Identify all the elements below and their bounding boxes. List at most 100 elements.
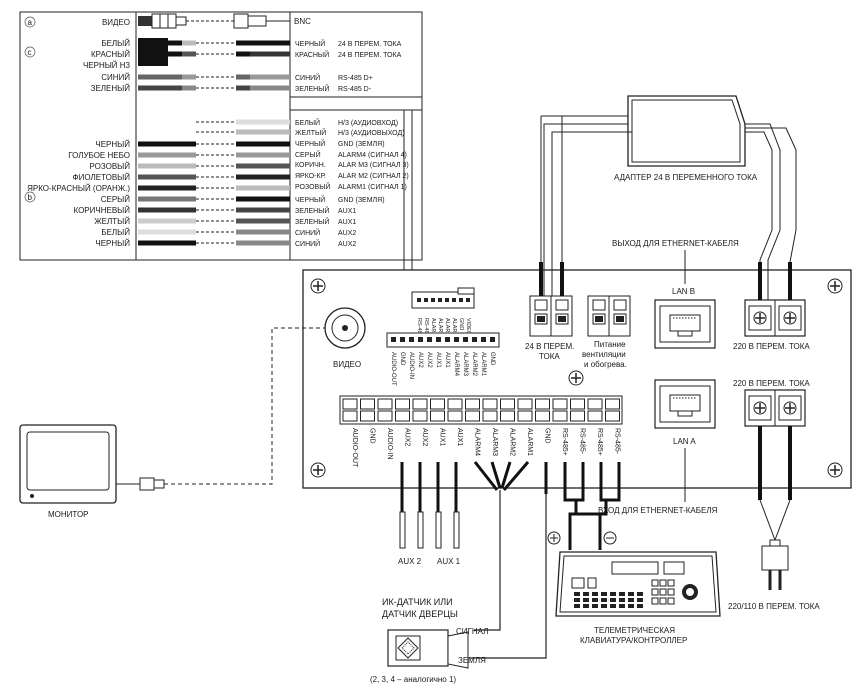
terminal-label: ALARM1 <box>526 428 533 456</box>
power-adapter <box>627 95 746 167</box>
small-connector-bottom-pins <box>391 337 495 342</box>
keyboard-key <box>610 598 616 602</box>
mounting-holes <box>310 278 843 478</box>
s11b: AUX2 <box>338 230 356 237</box>
ground-label: ЗЕМЛЯ <box>458 656 486 665</box>
small-bottom-label: AUX2 <box>426 352 432 368</box>
label-green: ЗЕЛЕНЫЙ <box>91 84 131 93</box>
polarity-markers <box>547 531 617 545</box>
keyboard-key <box>651 597 659 605</box>
keyboard-key <box>628 598 634 602</box>
small-top-pin <box>417 298 421 302</box>
aux-wire-ends <box>399 511 460 549</box>
terminal-socket <box>605 410 620 422</box>
s9a: ЗЕЛЕНЫЙ <box>295 206 329 215</box>
monitor <box>19 424 117 504</box>
marker-b-label: b <box>28 193 33 202</box>
terminal-label: ALARM3 <box>491 428 498 456</box>
lan-b-label: LAN B <box>672 287 695 296</box>
terminal-socket <box>342 410 358 422</box>
small-top-pin <box>431 298 435 302</box>
keyboard-key <box>610 592 616 596</box>
eth-out-label: ВЫХОД ДЛЯ ETHERNET-КАБЕЛЯ <box>612 239 739 248</box>
ground-wire <box>470 494 547 659</box>
label-brown: КОРИЧНЕВЫЙ <box>74 206 131 215</box>
keyboard-key <box>601 604 607 608</box>
terminal-220v-out <box>744 299 806 337</box>
fan-label-2: вентиляции <box>582 350 626 359</box>
terminal-screw <box>605 398 620 410</box>
keyboard-key <box>628 604 634 608</box>
terminal-screw <box>342 398 358 410</box>
terminal-220v-in <box>744 389 806 427</box>
small-top-pin <box>452 298 456 302</box>
s5a: КОРИЧН. <box>295 162 326 169</box>
monitor-label: МОНИТОР <box>48 510 89 519</box>
wires-top-right <box>236 40 290 91</box>
keyboard-key <box>583 592 589 596</box>
terminal-screw <box>517 398 533 410</box>
cable-panel-right <box>289 11 423 261</box>
keyboard-key <box>667 597 675 605</box>
small-bottom-label: GND <box>489 352 495 366</box>
keyboard-key <box>574 604 580 608</box>
small-bottom-label: ALARM2 <box>471 352 477 377</box>
label-white: БЕЛЫЙ <box>101 39 130 48</box>
label-bright-red: ЯРКО-КРАСНЫЙ (ОРАНЖ.) <box>27 184 130 193</box>
rs485-wires <box>563 462 621 550</box>
label-black: ЧЕРНЫЙ <box>95 140 130 149</box>
s2b: Н/3 (АУДИОВЫХОД) <box>338 130 405 137</box>
cable-bundle-top <box>138 38 168 66</box>
s2a: ЖЕЛТЫЙ <box>295 128 326 137</box>
lan-b-port[interactable] <box>654 299 716 349</box>
s12a: СИНИЙ <box>295 239 320 248</box>
keyboard-key <box>583 598 589 602</box>
small-bottom-pin <box>463 337 468 342</box>
terminal-label: RS-485+ <box>596 428 603 456</box>
keyboard-key <box>592 598 598 602</box>
terminal-cells <box>342 398 620 422</box>
keyboard-key <box>619 592 625 596</box>
label-pink: РОЗОВЫЙ <box>89 162 130 171</box>
keyboard-key <box>659 597 667 605</box>
small-top-label: VIDEO <box>465 318 471 336</box>
s4a: СЕРЫЙ <box>295 150 321 159</box>
signal-label: СИГНАЛ <box>456 627 488 636</box>
s8a: ЧЕРНЫЙ <box>295 195 325 204</box>
label-violet: ФИОЛЕТОВЫЙ <box>73 173 131 182</box>
lan-a-port[interactable] <box>654 379 716 429</box>
small-bottom-label: ALARM1 <box>480 352 486 377</box>
label-white2: БЕЛЫЙ <box>101 228 130 237</box>
s3a: ЧЕРНЫЙ <box>295 139 325 148</box>
keyboard-key <box>659 579 667 587</box>
lead-right <box>411 110 421 294</box>
keyboard-key <box>610 604 616 608</box>
terminal-screw <box>447 398 463 410</box>
s6b: ALAR M2 (СИГНАЛ 2) <box>338 173 409 180</box>
terminal-screw <box>465 398 480 410</box>
small-bottom-label: AUDIO-IN <box>408 352 414 379</box>
small-top-label: GND <box>458 318 464 330</box>
terminal-screw <box>535 398 550 410</box>
video-label: ВИДЕО <box>333 360 361 369</box>
keyboard-label-1: ТЕЛЕМЕТРИЧЕСКАЯ <box>594 626 675 635</box>
v220-out-label: 220 В ПЕРЕМ. ТОКА <box>733 342 810 351</box>
terminal-socket <box>360 410 375 422</box>
keyboard-key <box>667 579 675 587</box>
small-bottom-label: AUX2 <box>417 352 423 368</box>
keyboard-key <box>637 592 643 596</box>
small-top-label: ALARM3 <box>437 318 443 340</box>
wires-dashed-bottom <box>196 121 236 244</box>
wires-bottom-right <box>236 119 290 246</box>
terminal-socket <box>517 410 533 422</box>
terminal-socket <box>500 410 515 422</box>
fan-label-3: и обогрева. <box>584 360 627 369</box>
terminal-socket <box>482 410 498 422</box>
eth-in-label: ВХОД ДЛЯ ETHERNET-КАБЕЛЯ <box>598 506 718 515</box>
terminal-socket <box>430 410 445 422</box>
keyboard-key <box>659 588 667 596</box>
s1b: Н/3 (АУДИОВХОД) <box>338 120 398 127</box>
terminal-label: RS-485- <box>579 428 586 455</box>
label-yellow: ЖЕЛТЫЙ <box>94 217 130 226</box>
